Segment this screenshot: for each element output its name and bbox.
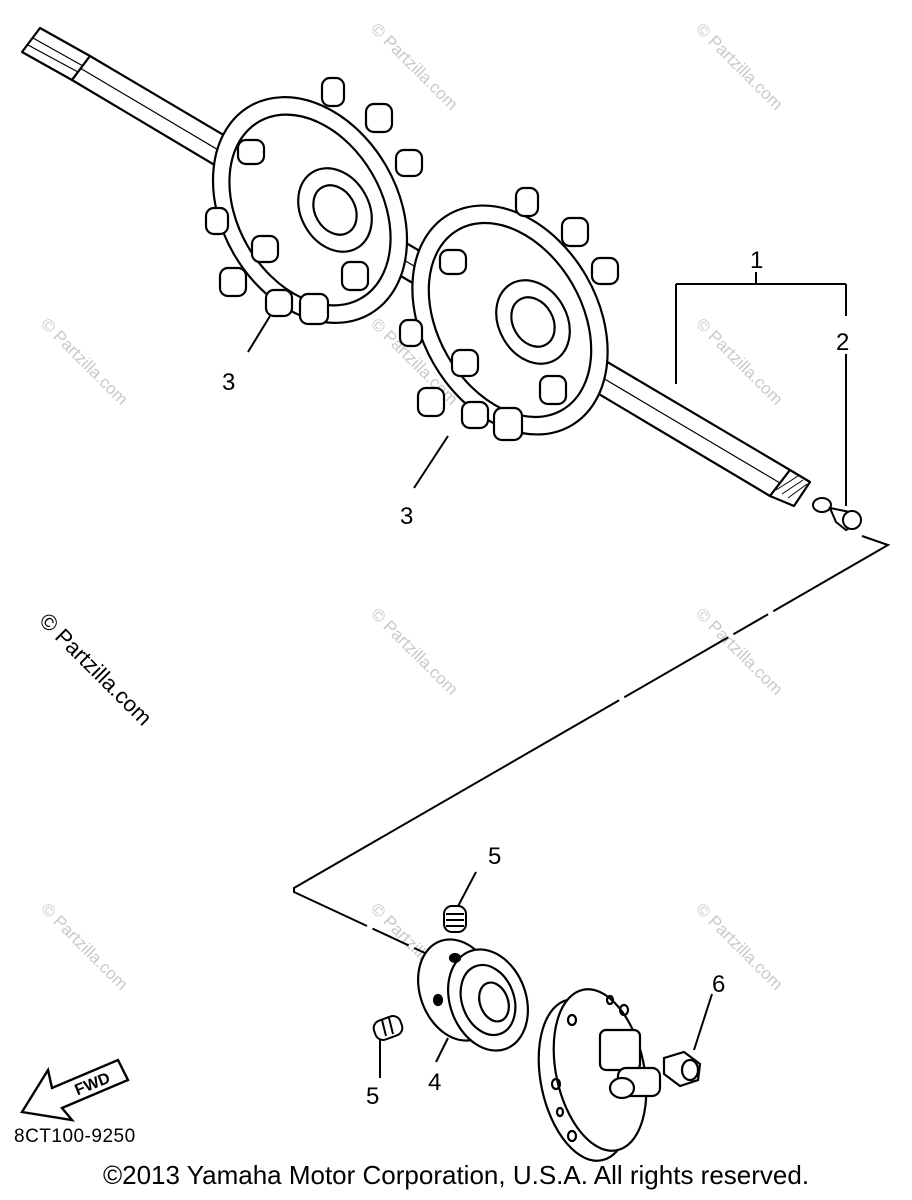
callout-2: 2 — [836, 329, 849, 356]
watermark: © Partzilla.com — [37, 314, 131, 408]
callout-4: 4 — [428, 1069, 441, 1096]
callout-5a: 5 — [488, 843, 501, 870]
callout-bracket — [675, 272, 847, 506]
callout-5b: 5 — [366, 1083, 379, 1110]
bearing — [417, 938, 529, 1052]
watermark-large: © Partzilla.com — [34, 608, 157, 731]
watermark: © Partzilla.com — [367, 604, 461, 698]
sprocket-1 — [204, 76, 424, 326]
sprocket-2 — [398, 186, 620, 442]
set-screw-top — [443, 905, 467, 933]
watermark: © Partzilla.com — [37, 899, 131, 993]
callout-3b: 3 — [400, 503, 413, 530]
leader-lines — [247, 315, 713, 1078]
fwd-arrow: FWD — [20, 1058, 130, 1122]
callout-6: 6 — [712, 971, 725, 998]
assembly-guide-line — [293, 535, 891, 961]
nut — [662, 1050, 702, 1088]
watermark: © Partzilla.com — [692, 19, 786, 113]
watermark: © Partzilla.com — [692, 314, 786, 408]
copyright-notice: ©2013 Yamaha Motor Corporation, U.S.A. A… — [102, 1160, 810, 1190]
flange-hub — [537, 988, 662, 1162]
callout-3a: 3 — [222, 369, 235, 396]
watermark: © Partzilla.com — [367, 19, 461, 113]
shaft-end-part-2 — [812, 497, 862, 532]
set-screw-left — [372, 1015, 404, 1041]
callout-1: 1 — [750, 247, 763, 274]
diagram-code: 8CT100-9250 — [14, 1126, 136, 1147]
watermark: © Partzilla.com — [692, 604, 786, 698]
watermark: © Partzilla.com — [692, 899, 786, 993]
